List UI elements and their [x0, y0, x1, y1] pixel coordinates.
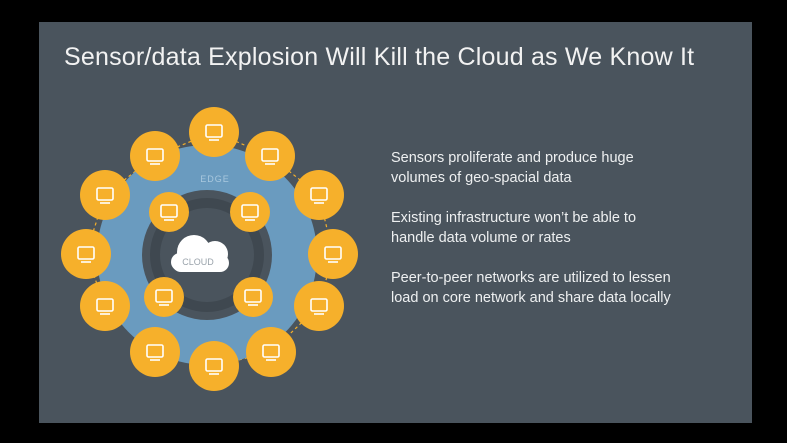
tablet-icon [294, 281, 344, 331]
bullet-1-line-1: Sensors proliferate and produce huge [391, 150, 634, 166]
car-icon [308, 229, 358, 279]
drone-icon [130, 131, 180, 181]
kiosk-icon [245, 131, 295, 181]
cloud-label: CLOUD [182, 257, 214, 267]
bullet-1: Sensors proliferate and produce huge vol… [391, 148, 736, 188]
turbine-icon [61, 229, 111, 279]
bullet-2: Existing infrastructure won’t be able to… [391, 208, 736, 248]
dashed-link [154, 131, 215, 157]
phone-icon [189, 341, 239, 391]
bullet-1-line-2: volumes of geo-spacial data [391, 170, 572, 186]
laptop-icon [80, 170, 130, 220]
smartphone-icon [294, 170, 344, 220]
smartwatch-icon [246, 327, 296, 377]
atm-icon [80, 281, 130, 331]
edge-label: EDGE [200, 174, 230, 184]
slide-title: Sensor/data Explosion Will Kill the Clou… [64, 43, 695, 71]
dashed-link [104, 155, 156, 196]
bullet-2-line-2: handle data volume or rates [391, 230, 571, 246]
wind-turbine-icon [233, 277, 273, 317]
dashed-link [269, 155, 320, 196]
factory-icon [130, 327, 180, 377]
satellite-dish-icon [230, 192, 270, 232]
monitor-icon [189, 107, 239, 157]
cloud-icon [171, 235, 229, 272]
bullet-2-line-1: Existing infrastructure won’t be able to [391, 210, 637, 226]
bullet-3: Peer-to-peer networks are utilized to le… [391, 268, 736, 308]
bullet-3-line-2: load on core network and share data loca… [391, 290, 671, 306]
bullet-list: Sensors proliferate and produce huge vol… [391, 148, 736, 328]
gamepad-icon [144, 277, 184, 317]
dashed-link [85, 194, 106, 255]
bullet-3-line-1: Peer-to-peer networks are utilized to le… [391, 270, 671, 286]
edge-cloud-diagram: EDGE CLOUD [61, 107, 358, 391]
slide: Sensor/data Explosion Will Kill the Clou… [39, 22, 752, 423]
monitor-display-icon [149, 192, 189, 232]
